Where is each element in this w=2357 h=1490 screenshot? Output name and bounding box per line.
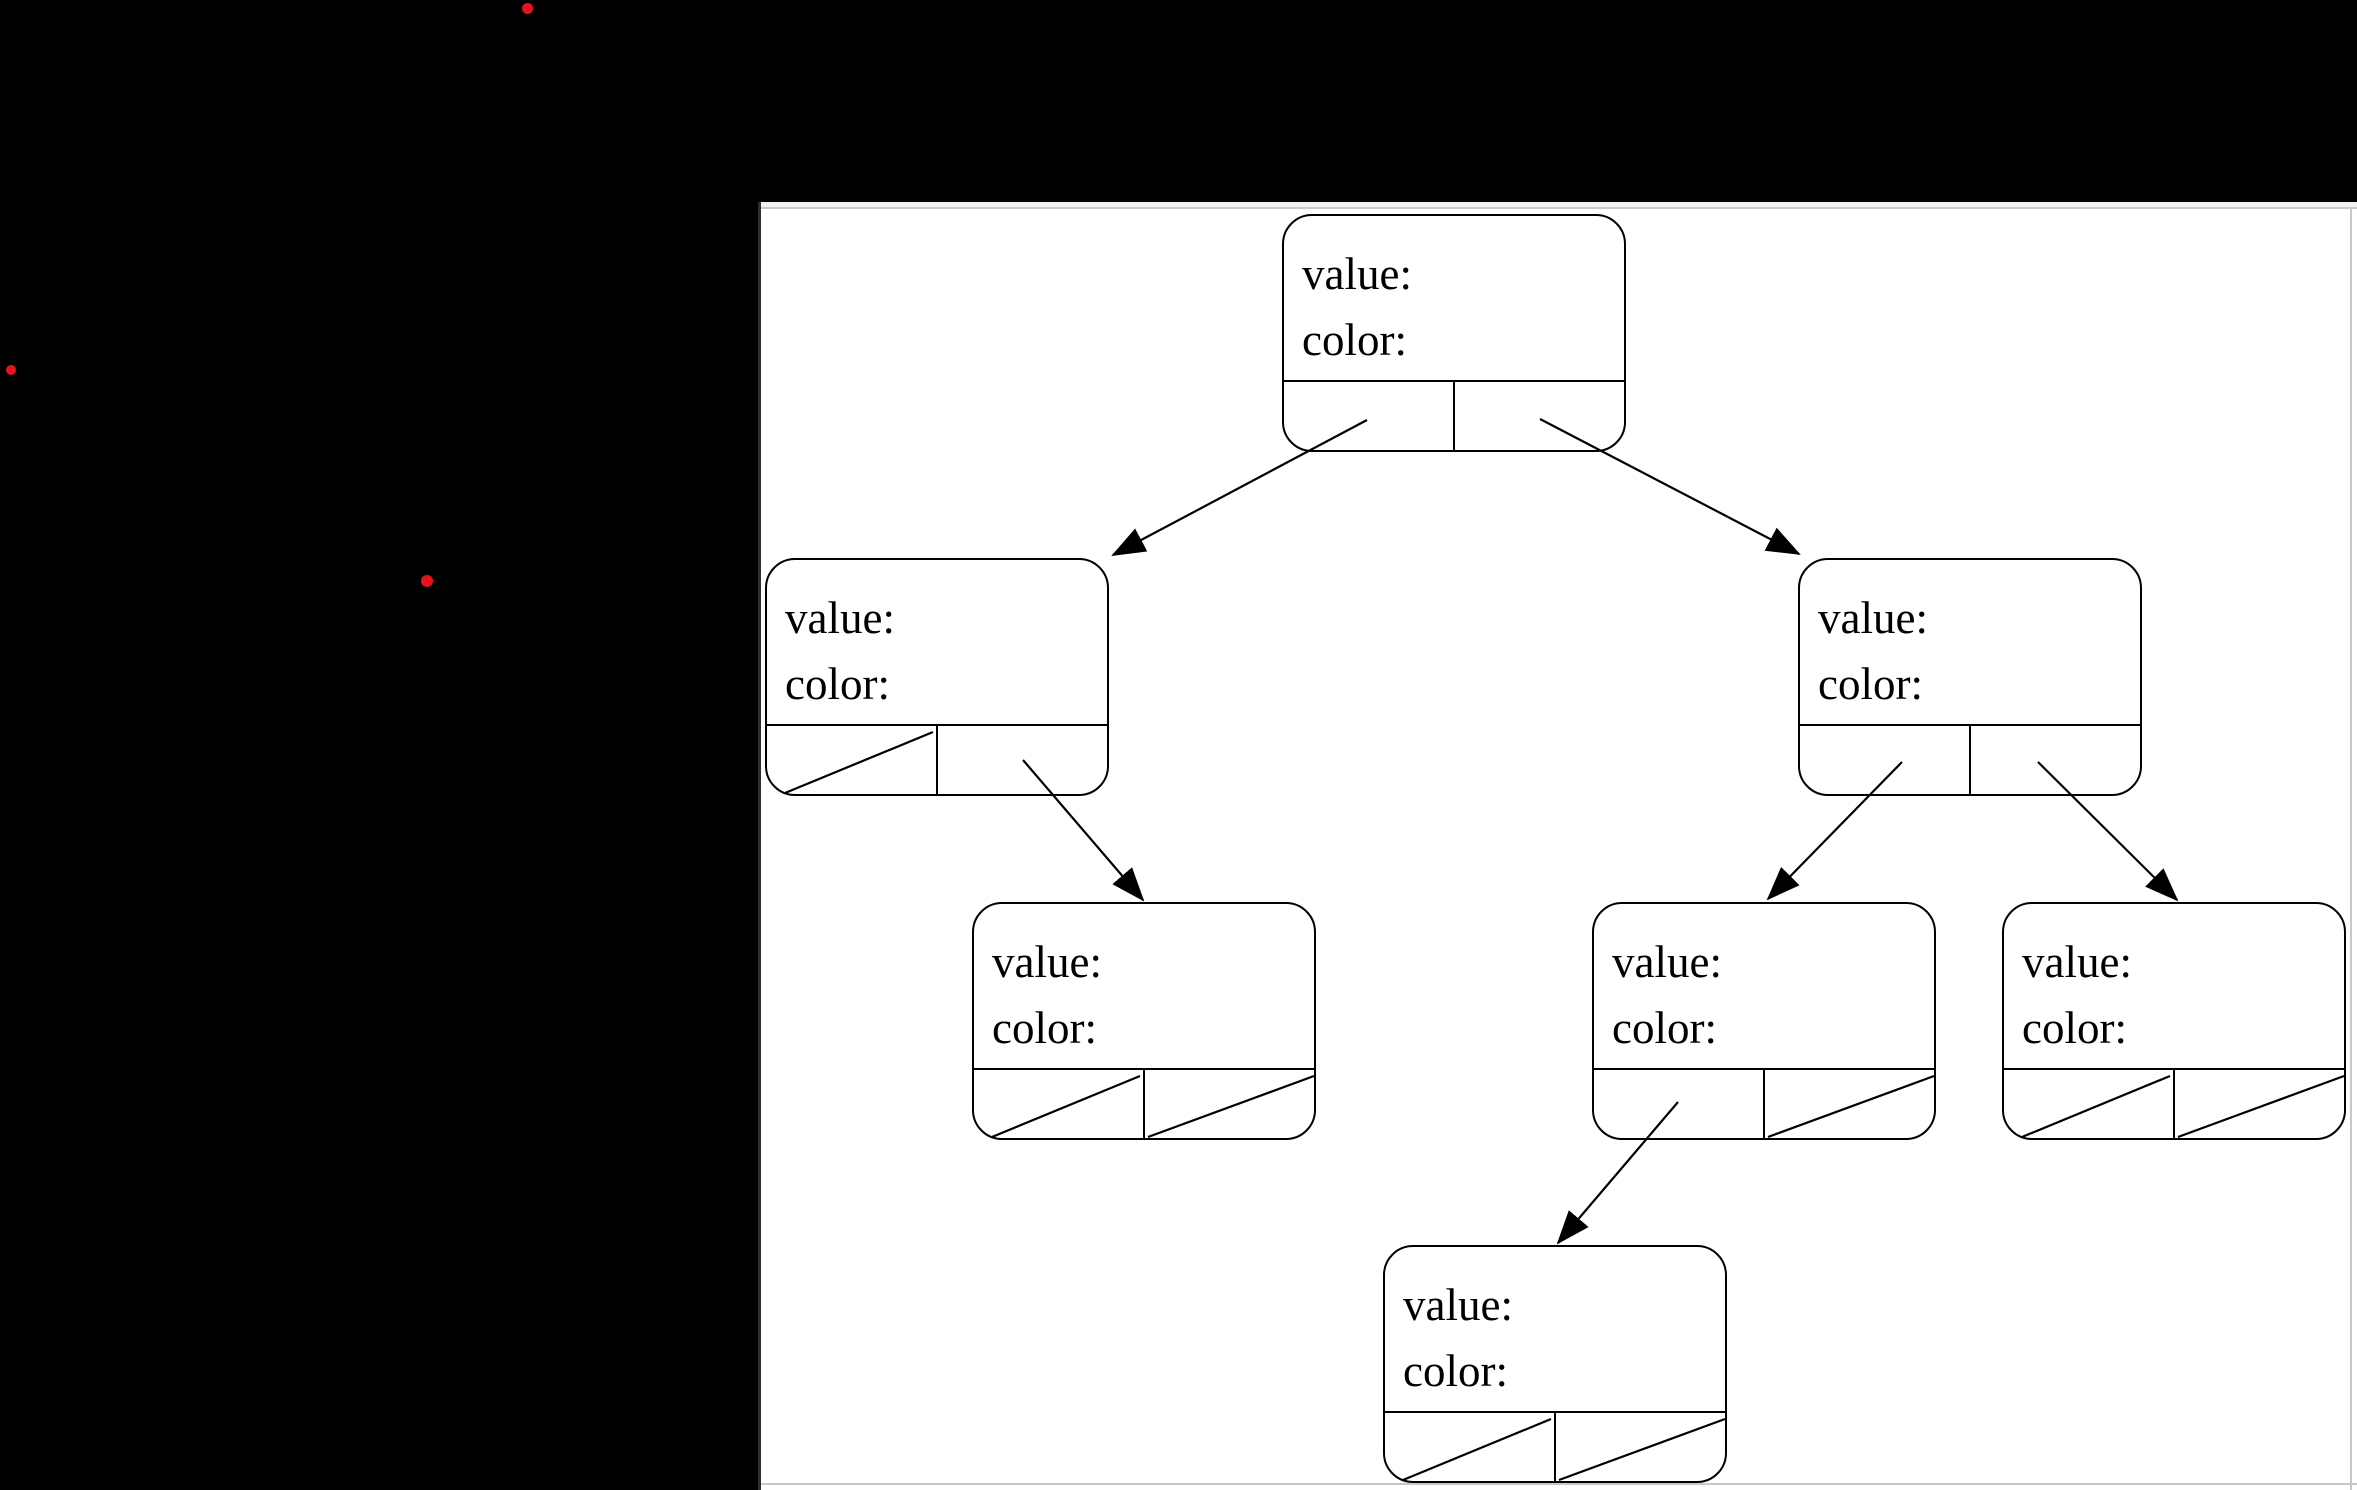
value-field-label: value: <box>992 937 1102 987</box>
pointer-cells <box>1594 1068 1934 1138</box>
node-field-labels: value: color: <box>1385 1247 1725 1411</box>
tree-node-left-right: value: color: <box>972 902 1316 1140</box>
tree-node-right: value: color: <box>1798 558 2142 796</box>
right-pointer-cell <box>1556 1413 1725 1481</box>
right-pointer-cell <box>1971 726 2140 794</box>
node-field-labels: value: color: <box>1284 216 1624 380</box>
left-pointer-cell <box>767 726 938 794</box>
pointer-cells <box>974 1068 1314 1138</box>
left-pointer-cell <box>1800 726 1971 794</box>
pointer-cells <box>2004 1068 2344 1138</box>
right-pointer-cell <box>938 726 1107 794</box>
color-field-label: color: <box>992 1003 1097 1053</box>
red-dot <box>521 2 533 14</box>
color-field-label: color: <box>1818 659 1923 709</box>
value-field-label: value: <box>1612 937 1722 987</box>
value-field-label: value: <box>785 593 895 643</box>
tree-node-left: value: color: <box>765 558 1109 796</box>
left-pointer-cell <box>1284 382 1455 450</box>
node-field-labels: value: color: <box>974 904 1314 1068</box>
left-pointer-cell <box>1594 1070 1765 1138</box>
color-field-label: color: <box>1403 1346 1508 1396</box>
left-pointer-cell <box>2004 1070 2175 1138</box>
window-right-border <box>2350 209 2352 1490</box>
window-bottom-border <box>761 1483 2357 1485</box>
tree-node-right-right: value: color: <box>2002 902 2346 1140</box>
node-field-labels: value: color: <box>1800 560 2140 724</box>
value-field-label: value: <box>1302 249 1412 299</box>
window-top-border <box>758 202 2357 209</box>
pointer-cells <box>1800 724 2140 794</box>
tree-node-right-left-left: value: color: <box>1383 1245 1727 1483</box>
window-left-border <box>758 202 761 1490</box>
red-dot <box>421 575 433 587</box>
right-pointer-cell <box>1765 1070 1934 1138</box>
right-pointer-cell <box>1455 382 1624 450</box>
pointer-cells <box>1385 1411 1725 1481</box>
left-pointer-cell <box>1385 1413 1556 1481</box>
tree-node-root: value: color: <box>1282 214 1626 452</box>
color-field-label: color: <box>2022 1003 2127 1053</box>
node-field-labels: value: color: <box>767 560 1107 724</box>
right-pointer-cell <box>1145 1070 1314 1138</box>
color-field-label: color: <box>1302 315 1407 365</box>
right-pointer-cell <box>2175 1070 2344 1138</box>
color-field-label: color: <box>1612 1003 1717 1053</box>
tree-node-right-left: value: color: <box>1592 902 1936 1140</box>
pointer-cells <box>767 724 1107 794</box>
value-field-label: value: <box>1403 1280 1513 1330</box>
value-field-label: value: <box>2022 937 2132 987</box>
pointer-cells <box>1284 380 1624 450</box>
node-field-labels: value: color: <box>2004 904 2344 1068</box>
left-pointer-cell <box>974 1070 1145 1138</box>
value-field-label: value: <box>1818 593 1928 643</box>
color-field-label: color: <box>785 659 890 709</box>
red-dot <box>6 365 16 375</box>
node-field-labels: value: color: <box>1594 904 1934 1068</box>
